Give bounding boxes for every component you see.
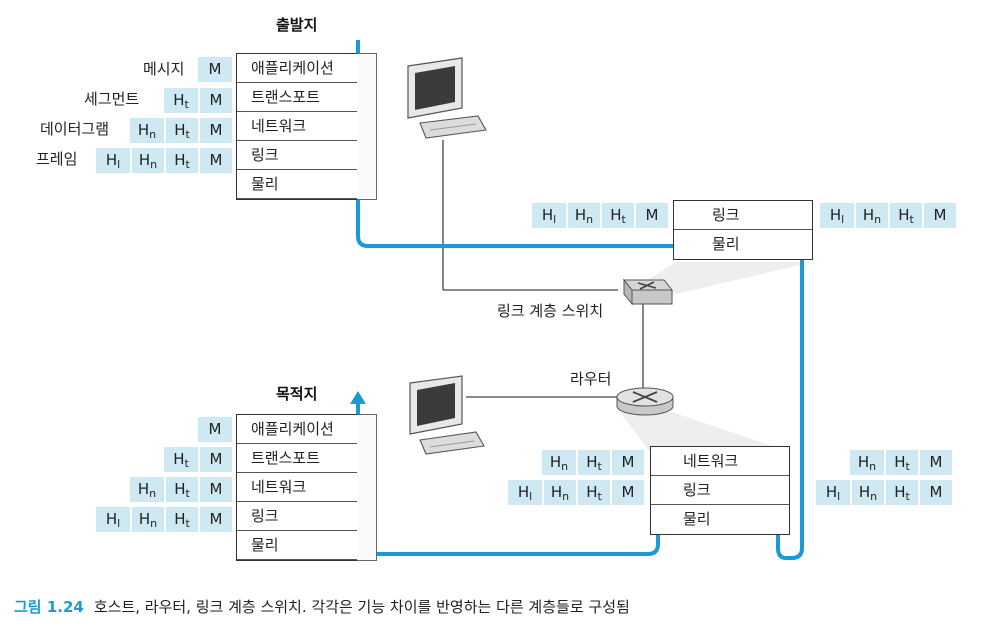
transport-header-cell: Ht bbox=[164, 507, 198, 532]
payload-cell: M bbox=[198, 118, 232, 143]
source-layer-network: 네트워크 bbox=[237, 112, 357, 141]
pdu-segment-label: 세그먼트 bbox=[84, 90, 140, 108]
dest-frame-pdu: Hl Hn Ht M bbox=[96, 507, 232, 532]
dest-layer-transport: 트랜스포트 bbox=[237, 444, 357, 473]
network-header-cell: Hn bbox=[850, 480, 884, 505]
network-header-cell: Hn bbox=[130, 148, 164, 173]
switch-label: 링크 계층 스위치 bbox=[497, 302, 604, 320]
router-out-frame-pdu: Hl Hn Ht M bbox=[816, 480, 952, 505]
path-arrowhead bbox=[350, 391, 366, 404]
payload-cell: M bbox=[198, 447, 232, 472]
figure-number: 그림 1.24 bbox=[14, 598, 84, 616]
payload-cell: M bbox=[198, 88, 232, 113]
router-beam bbox=[620, 412, 790, 452]
dest-layer-physical: 물리 bbox=[237, 531, 357, 560]
switch-device-icon bbox=[622, 278, 674, 306]
transport-header-cell: Ht bbox=[576, 450, 610, 475]
link-header-cell: Hl bbox=[829, 206, 845, 226]
source-title: 출발지 bbox=[276, 16, 318, 34]
payload-cell: M bbox=[918, 450, 952, 475]
network-header-cell: Hn bbox=[857, 453, 877, 473]
dest-datagram-pdu: Hn Ht M bbox=[130, 477, 232, 502]
router-in-frame-pdu: Hl Hn Ht M bbox=[508, 480, 644, 505]
payload-cell: M bbox=[634, 203, 668, 228]
dest-segment-pdu: Ht M bbox=[164, 447, 232, 472]
switch-layer-link: 링크 bbox=[674, 201, 812, 230]
link-header-cell: Hl bbox=[517, 483, 533, 503]
network-header-cell: Hn bbox=[566, 203, 600, 228]
pdu-message-label: 메시지 bbox=[143, 60, 185, 78]
transport-header-cell: Ht bbox=[164, 477, 198, 502]
transport-header-cell: Ht bbox=[164, 118, 198, 143]
transport-header-cell: Ht bbox=[884, 480, 918, 505]
destination-computer-icon bbox=[409, 375, 485, 455]
network-header-cell: Hn bbox=[542, 480, 576, 505]
router-label: 라우터 bbox=[570, 370, 612, 388]
stack-side bbox=[357, 414, 377, 561]
link-header-cell: Hl bbox=[825, 483, 841, 503]
transport-header-cell: Ht bbox=[576, 480, 610, 505]
source-message-pdu: M bbox=[198, 57, 232, 82]
transport-header-cell: Ht bbox=[173, 450, 189, 470]
dest-layer-network: 네트워크 bbox=[237, 473, 357, 502]
transport-header-cell: Ht bbox=[164, 148, 198, 173]
payload-cell: M bbox=[918, 480, 952, 505]
payload-cell: M bbox=[208, 420, 222, 438]
transport-header-cell: Ht bbox=[173, 91, 189, 111]
network-header-cell: Hn bbox=[130, 507, 164, 532]
source-layer-application: 애플리케이션 bbox=[237, 54, 357, 83]
dest-layer-link: 링크 bbox=[237, 502, 357, 531]
network-header-cell: Hn bbox=[549, 453, 569, 473]
transport-header-cell: Ht bbox=[600, 203, 634, 228]
source-protocol-stack: 애플리케이션 트랜스포트 네트워크 링크 물리 bbox=[236, 53, 377, 200]
network-header-cell: Hn bbox=[854, 203, 888, 228]
router-layer-physical: 물리 bbox=[683, 510, 711, 528]
link-header-cell: Hl bbox=[105, 510, 121, 530]
payload-cell: M bbox=[610, 450, 644, 475]
router-device-icon bbox=[616, 387, 674, 416]
router-out-datagram-pdu: Hn Ht M bbox=[850, 450, 952, 475]
source-datagram-pdu: Hn Ht M bbox=[130, 118, 232, 143]
source-layer-physical: 물리 bbox=[237, 170, 357, 199]
router-layer-network: 네트워크 bbox=[651, 447, 789, 476]
payload-cell: M bbox=[922, 203, 956, 228]
switch-out-frame-pdu: Hl Hn Ht M bbox=[820, 203, 956, 228]
stack-side bbox=[357, 53, 377, 200]
switch-in-frame-pdu: Hl Hn Ht M bbox=[532, 203, 668, 228]
source-segment-pdu: Ht M bbox=[164, 88, 232, 113]
figure-caption: 그림 1.24 호스트, 라우터, 링크 계층 스위치. 각각은 기능 차이를 반… bbox=[14, 596, 630, 617]
payload-cell: M bbox=[610, 480, 644, 505]
transport-header-cell: Ht bbox=[888, 203, 922, 228]
link-header-cell: Hl bbox=[541, 206, 557, 226]
destination-protocol-stack: 애플리케이션 트랜스포트 네트워크 링크 물리 bbox=[236, 414, 377, 561]
payload-cell: M bbox=[208, 60, 222, 78]
link-header-cell: Hl bbox=[105, 151, 121, 171]
switch-protocol-stack: 링크 물리 bbox=[673, 200, 813, 260]
router-layer-link: 링크 bbox=[651, 476, 789, 505]
pdu-datagram-label: 데이터그램 bbox=[40, 120, 110, 138]
payload-cell: M bbox=[198, 507, 232, 532]
payload-cell: M bbox=[198, 477, 232, 502]
switch-layer-physical: 물리 bbox=[712, 235, 740, 253]
router-protocol-stack: 네트워크 링크 물리 bbox=[650, 446, 790, 535]
pdu-frame-label: 프레임 bbox=[36, 150, 78, 168]
payload-cell: M bbox=[198, 148, 232, 173]
dest-layer-application: 애플리케이션 bbox=[237, 415, 357, 444]
source-frame-pdu: Hl Hn Ht M bbox=[96, 148, 232, 173]
network-header-cell: Hn bbox=[137, 480, 157, 500]
network-header-cell: Hn bbox=[137, 121, 157, 141]
dest-message-pdu: M bbox=[198, 417, 232, 442]
caption-text: 호스트, 라우터, 링크 계층 스위치. 각각은 기능 차이를 반영하는 다른 … bbox=[93, 598, 630, 616]
transport-header-cell: Ht bbox=[884, 450, 918, 475]
destination-title: 목적지 bbox=[276, 385, 318, 403]
source-computer-icon bbox=[407, 57, 487, 139]
router-in-datagram-pdu: Hn Ht M bbox=[542, 450, 644, 475]
source-layer-transport: 트랜스포트 bbox=[237, 83, 357, 112]
source-layer-link: 링크 bbox=[237, 141, 357, 170]
